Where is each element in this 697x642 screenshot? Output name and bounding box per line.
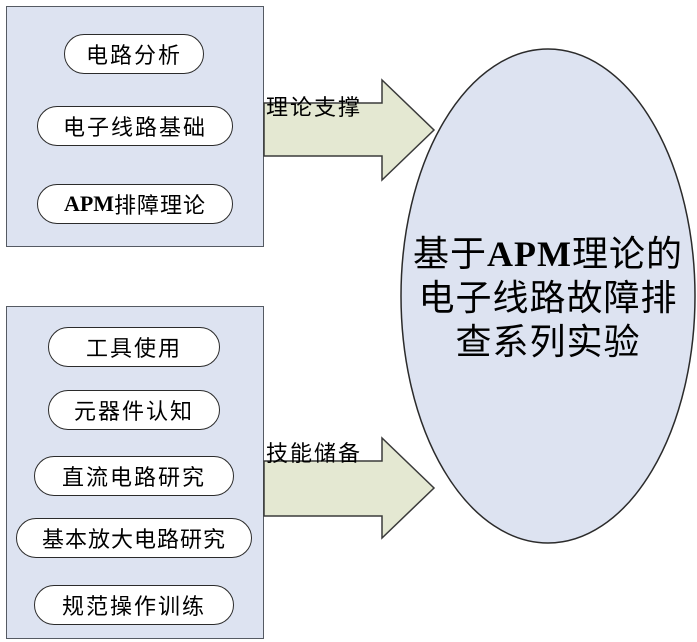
result-title-latin: APM [487,234,572,274]
result-title-prefix: 基于 [413,234,488,275]
result-title-line3: 查系列实验 [455,322,641,363]
skill-item-label: 直流电路研究 [61,466,206,491]
skill-item-label: 元器件认知 [73,400,194,425]
result-title: 基于APM理论的 电子线路故障排 查系列实验 [400,232,696,365]
skill-item-component-recognition: 元器件认知 [48,390,220,430]
result-title-line1: 基于APM理论的 [400,232,696,277]
theory-support-arrow [263,78,436,182]
skill-item-basic-amplifier-research: 基本放大电路研究 [16,518,252,558]
theory-support-label: 理论支撑 [266,96,363,121]
skill-item-tool-usage: 工具使用 [48,327,220,367]
theory-item-label: 电路分析 [85,44,182,69]
theory-item-label: 排障理论 [114,194,207,219]
theory-item-electronic-circuit-basics: 电子线路基础 [37,106,233,146]
skill-reserve-label: 技能储备 [266,442,363,467]
result-title-suffix: 理论的 [571,234,683,275]
skill-item-label: 规范操作训练 [61,595,206,620]
result-ellipse [400,48,696,544]
theory-item-latin: APM [63,191,115,216]
skill-item-label: 基本放大电路研究 [41,528,226,553]
result-title-line2: 电子线路故障排 [418,278,678,319]
skill-item-standard-operation-training: 规范操作训练 [34,585,234,625]
skill-item-label: 工具使用 [85,337,182,362]
theory-item-label: 电子线路基础 [62,116,207,141]
skill-item-dc-circuit-research: 直流电路研究 [34,456,234,496]
skill-reserve-arrow [263,436,436,540]
theory-item-circuit-analysis: 电路分析 [64,34,204,74]
